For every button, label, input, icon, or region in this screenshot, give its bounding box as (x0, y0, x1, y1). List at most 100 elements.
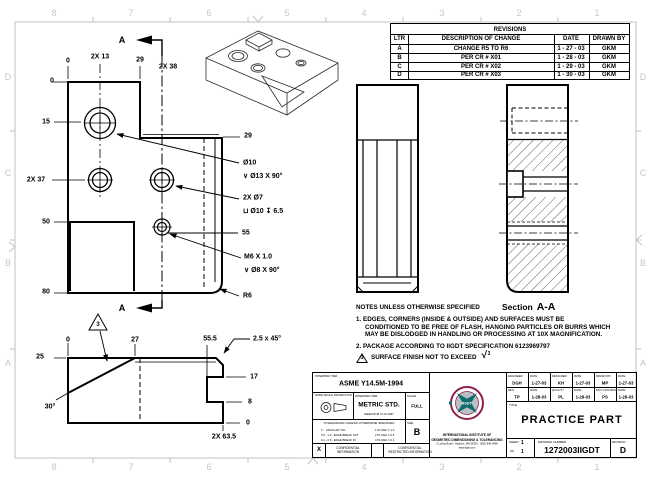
notes-block: NOTES UNLESS OTHERWISE SPECIFIED 1. EDGE… (356, 304, 640, 363)
zone-col: 1 (594, 462, 600, 472)
hatch-area (507, 244, 568, 292)
bottom-view (54, 312, 250, 431)
revision-label: REVISION (612, 440, 626, 444)
zone-col: 1 (594, 8, 600, 18)
rev-by: GKM (602, 63, 616, 70)
front-view (52, 35, 242, 313)
leader-lines (116, 133, 242, 297)
zone-col: 2 (516, 462, 522, 472)
zone-row: D (639, 72, 647, 82)
isometric-view (205, 30, 339, 116)
section-letter-bottom: A (118, 303, 126, 313)
note-2: 2. PACKAGE ACCORDING TO IIGDT SPECIFICAT… (356, 343, 550, 351)
third-angle-projection-icon (320, 402, 347, 413)
note-flag-triangle-icon: 3 (356, 352, 368, 363)
rev-date: 1 - 30 - 03 (557, 72, 585, 78)
front-outline (67, 81, 223, 294)
metric-sub-standard: IEEE/ASTM SI 10-1997 (364, 412, 394, 416)
section-title-letters: A-A (536, 301, 556, 313)
dim-bottom-top-0: 0 (66, 336, 70, 344)
revisions-table: REVISIONS LTR DESCRIPTION OF CHANGE DATE… (390, 23, 630, 80)
rev-col-header: DESCRIPTION OF CHANGE (441, 36, 521, 42)
tolerance-line: 3 PL DEC ± 0.1 (375, 438, 395, 442)
note-1-line: CONDITIONED TO BE FREE OF FLASH, HANGING… (365, 323, 611, 331)
sig-value: 1-28-03 (531, 394, 547, 399)
scale-value: FULL (411, 403, 423, 409)
of-label: OF (510, 449, 515, 453)
hole-csk-o10 (83, 106, 117, 140)
rev-desc: PER CR # X02 (460, 63, 502, 70)
center-mark-bottom (307, 457, 319, 465)
iso-hole (228, 50, 248, 62)
sig-header: MFG (508, 388, 515, 392)
dim-bottom-top-555: 55.5 (203, 335, 217, 343)
hole-m6 (152, 217, 172, 237)
sig-header: DESIGNER (552, 374, 567, 378)
rev-col-header: LTR (393, 36, 406, 42)
section-title: Section A-A (502, 301, 555, 313)
dim-front-right-29: 29 (244, 132, 252, 140)
zone-row: B (4, 258, 12, 268)
flag-triangle (88, 312, 108, 331)
drawing-number-label: DRAWING NUMBER (538, 440, 567, 444)
zone-col: 7 (128, 8, 134, 18)
org-name-line1: INTERNATIONAL INSTITUTE OF (442, 433, 492, 437)
sig-header: DATE (574, 388, 582, 392)
sheet-border (8, 15, 643, 465)
section-view (499, 84, 578, 293)
zone-col: 8 (51, 8, 57, 18)
iso-hole (275, 48, 291, 58)
size-value: B (413, 427, 421, 437)
rev-by: GKM (602, 54, 616, 61)
tolerance-line: 0.1 - 0.5 - EDGE BREAK IN (321, 438, 356, 442)
sheet-label: SHEET (509, 440, 520, 444)
org-address: 2 Loring Road - Hopkins, MN 55305 - (952… (436, 442, 498, 446)
rev-ltr: C (397, 63, 402, 70)
zone-col: 4 (361, 462, 367, 472)
drawing-number: 1272003IIGDT (544, 445, 600, 455)
dim-bottom-left-25: 25 (36, 353, 44, 361)
hidden-hole (511, 107, 567, 134)
section-title-word: Section (502, 302, 533, 312)
dim-bottom-top-27: 27 (131, 336, 139, 344)
callout-hole-csk-line2: ∨ Ø13 X 90° (243, 173, 283, 180)
sig-value: 1-27-03 (575, 380, 591, 385)
revision-value: D (619, 445, 627, 455)
title-label: TITLE (509, 403, 518, 407)
revisions-title: REVISIONS (493, 26, 527, 33)
dim-front-top-2x13: 2X 13 (90, 53, 110, 61)
zone-col: 7 (128, 462, 134, 472)
interpret-label: INTERPRET PER (315, 374, 338, 378)
note-3: 3 SURFACE FINISH NOT TO EXCEED √ 3 (356, 350, 640, 363)
zone-col: 5 (284, 462, 290, 472)
callout-m6-line1: M6 X 1.0 (244, 253, 273, 261)
bottom-outline (67, 357, 224, 424)
callout-m6-line2: ∨ Ø8 X 90° (244, 267, 280, 274)
scale-label: SCALE (407, 393, 417, 398)
tolerance-line: 2 PL DEC ± 0.5 (375, 433, 395, 437)
callout-hole-csk-line1: Ø10 (243, 159, 257, 167)
iso-hole (295, 59, 307, 67)
dim-bottom-right-17: 17 (250, 373, 258, 381)
confidential-right-label: CONFIDENTIAL RESTRICTED INFORMATION (388, 446, 432, 454)
center-mark-left (8, 241, 16, 253)
rev-date: 1 - 28 - 03 (557, 54, 585, 61)
projection-label: THIRD ANGLE PROJECTION (314, 393, 352, 397)
callout-hole-cbore-line2: ⊔ Ø10 ↧ 6.5 (243, 208, 284, 215)
chamfer-leader (223, 338, 250, 354)
flag-note-number: 3 (96, 321, 100, 328)
rev-ltr: D (397, 72, 402, 78)
sig-header: DATE (618, 374, 626, 378)
dim-bottom-2x635: 2X 63.5 (211, 433, 237, 441)
zone-row: C (639, 168, 647, 178)
sig-value: MP (601, 380, 609, 385)
rev-desc: CHANGE R5 TO R6 (453, 45, 509, 52)
sig-header: DOC CONTROL (596, 388, 617, 392)
zone-col: 3 (439, 8, 445, 18)
sig-value: 1-28-03 (618, 394, 634, 399)
surface-finish-icon: √ 3 (481, 350, 491, 362)
zone-row: D (4, 72, 12, 82)
rev-by: GKM (602, 72, 616, 78)
section-arrow-bottom (136, 303, 152, 313)
